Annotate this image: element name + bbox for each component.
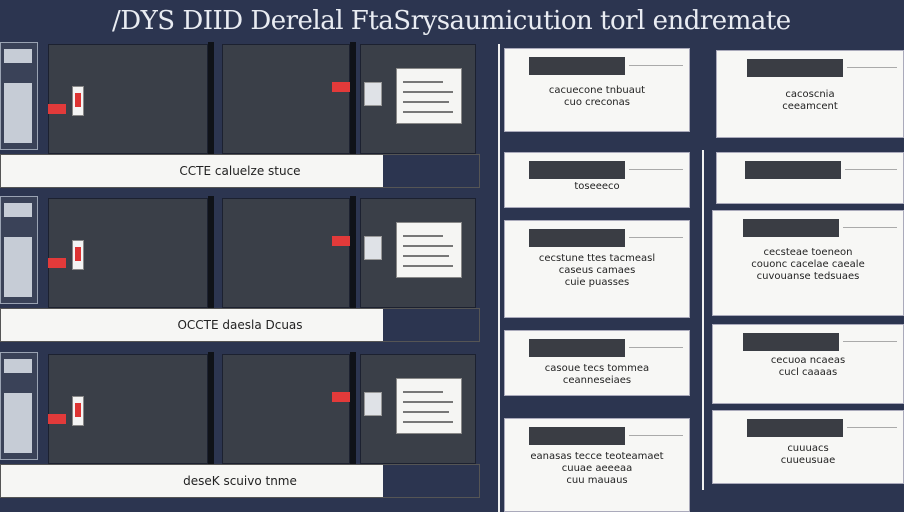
card-text: cuvouanse tedsuaes: [756, 271, 860, 282]
panel-row-3: deseK scuivo tnme: [0, 352, 482, 502]
card-text: cecsteae toeneon: [763, 247, 853, 258]
info-card: [396, 68, 462, 124]
card-text: cuo creconas: [564, 97, 630, 108]
info-card: cacuecone tnbuaut cuo creconas: [504, 48, 690, 132]
card-text: cucl caaaas: [778, 367, 838, 378]
screen-panel: [222, 354, 350, 464]
panel-row-1: CCTE caluelze stuce: [0, 42, 482, 192]
info-card: eanasas tecce teoteamaet cuuae aeeeaa cu…: [504, 418, 690, 512]
card-text: cuie puasses: [564, 277, 630, 288]
card-text: cacuecone tnbuaut: [548, 85, 646, 96]
info-card: cecsteae toeneon couonc cacelae caeale c…: [712, 210, 904, 316]
info-card: cecuoa ncaeas cucl caaaas: [712, 324, 904, 404]
card-text: ceeamcent: [782, 101, 838, 112]
info-card: cecstune ttes tacmeasl caseus camaes cui…: [504, 220, 690, 318]
screen-panel: [222, 198, 350, 308]
card-text: cuuuacs: [787, 443, 829, 454]
device-icon: [0, 196, 38, 304]
card-text: casoue tecs tommea: [544, 363, 650, 374]
info-card: [396, 378, 462, 434]
info-card: cuuuacs cuueusuae: [712, 410, 904, 484]
row-label: CCTE caluelze stuce: [179, 164, 301, 178]
row-label: deseK scuivo tnme: [183, 474, 297, 488]
info-card: [396, 222, 462, 278]
info-card: cacoscnia ceeamcent: [716, 50, 904, 138]
panel-row-2: OCCTE daesla Dcuas: [0, 196, 482, 346]
card-text: cuueusuae: [780, 455, 836, 466]
info-card: toseeeco: [504, 152, 690, 208]
device-icon: [0, 352, 38, 460]
connector-line: [498, 44, 500, 512]
info-card: [716, 152, 904, 204]
card-text: ceanneseiaes: [562, 375, 632, 386]
card-text: eanasas tecce teoteamaet: [530, 451, 664, 462]
card-text: cecuoa ncaeas: [770, 355, 846, 366]
info-card: casoue tecs tommea ceanneseiaes: [504, 330, 690, 396]
card-text: couonc cacelae caeale: [751, 259, 865, 270]
card-text: cuuae aeeeaa: [561, 463, 633, 474]
card-text: toseeeco: [574, 181, 620, 192]
device-icon: [0, 42, 38, 150]
connector-line: [702, 150, 704, 490]
card-text: cecstune ttes tacmeasl: [538, 253, 656, 264]
screen-panel: [222, 44, 350, 154]
row-label-bar: OCCTE daesla Dcuas: [0, 308, 480, 342]
row-label: OCCTE daesla Dcuas: [177, 318, 303, 332]
row-label-bar: CCTE caluelze stuce: [0, 154, 480, 188]
card-text: cacoscnia: [785, 89, 835, 100]
card-text: cuu mauaus: [566, 475, 628, 486]
row-label-bar: deseK scuivo tnme: [0, 464, 480, 498]
card-text: caseus camaes: [558, 265, 636, 276]
page-title: /DYS DIID Derelal FtaSrysaumicution torl…: [112, 6, 791, 36]
